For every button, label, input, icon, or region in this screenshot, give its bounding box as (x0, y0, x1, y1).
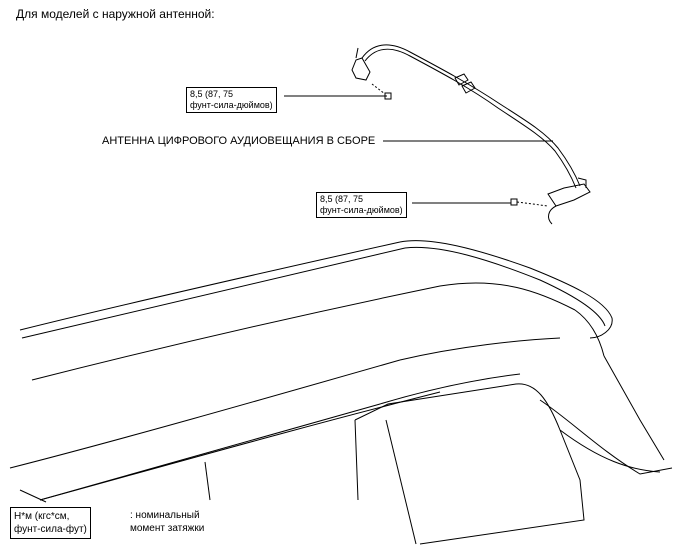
torque-value: 8,5 (87, 75 (320, 194, 364, 204)
antenna-cable (351, 44, 591, 225)
roof-outline (9, 240, 613, 501)
bolt-upper (371, 83, 392, 100)
torque-callout-upper: 8,5 (87, 75 фунт-сила-дюймов) (186, 87, 277, 113)
legend-torque-unit-box: Н*м (кгс*см, фунт-сила-фут) (10, 507, 91, 539)
legend-unit-line1: Н*м (кгс*см, (14, 511, 70, 522)
torque-unit: фунт-сила-дюймов) (190, 100, 273, 110)
page-heading: Для моделей с наружной антенной: (16, 7, 215, 21)
legend-unit-line2: фунт-сила-фут) (14, 524, 87, 535)
legend-desc-line2: момент затяжки (130, 523, 205, 534)
part-label: АНТЕННА ЦИФРОВОГО АУДИОВЕЩАНИЯ В СБОРЕ (102, 135, 376, 147)
side-windows (19, 355, 673, 545)
legend-description: : номинальный момент затяжки (130, 509, 204, 535)
bolt-lower (510, 198, 549, 207)
torque-callout-lower: 8,5 (87, 75 фунт-сила-дюймов) (316, 192, 407, 218)
torque-unit: фунт-сила-дюймов) (320, 205, 403, 215)
torque-value: 8,5 (87, 75 (190, 89, 234, 99)
legend-desc-line1: : номинальный (130, 510, 200, 521)
